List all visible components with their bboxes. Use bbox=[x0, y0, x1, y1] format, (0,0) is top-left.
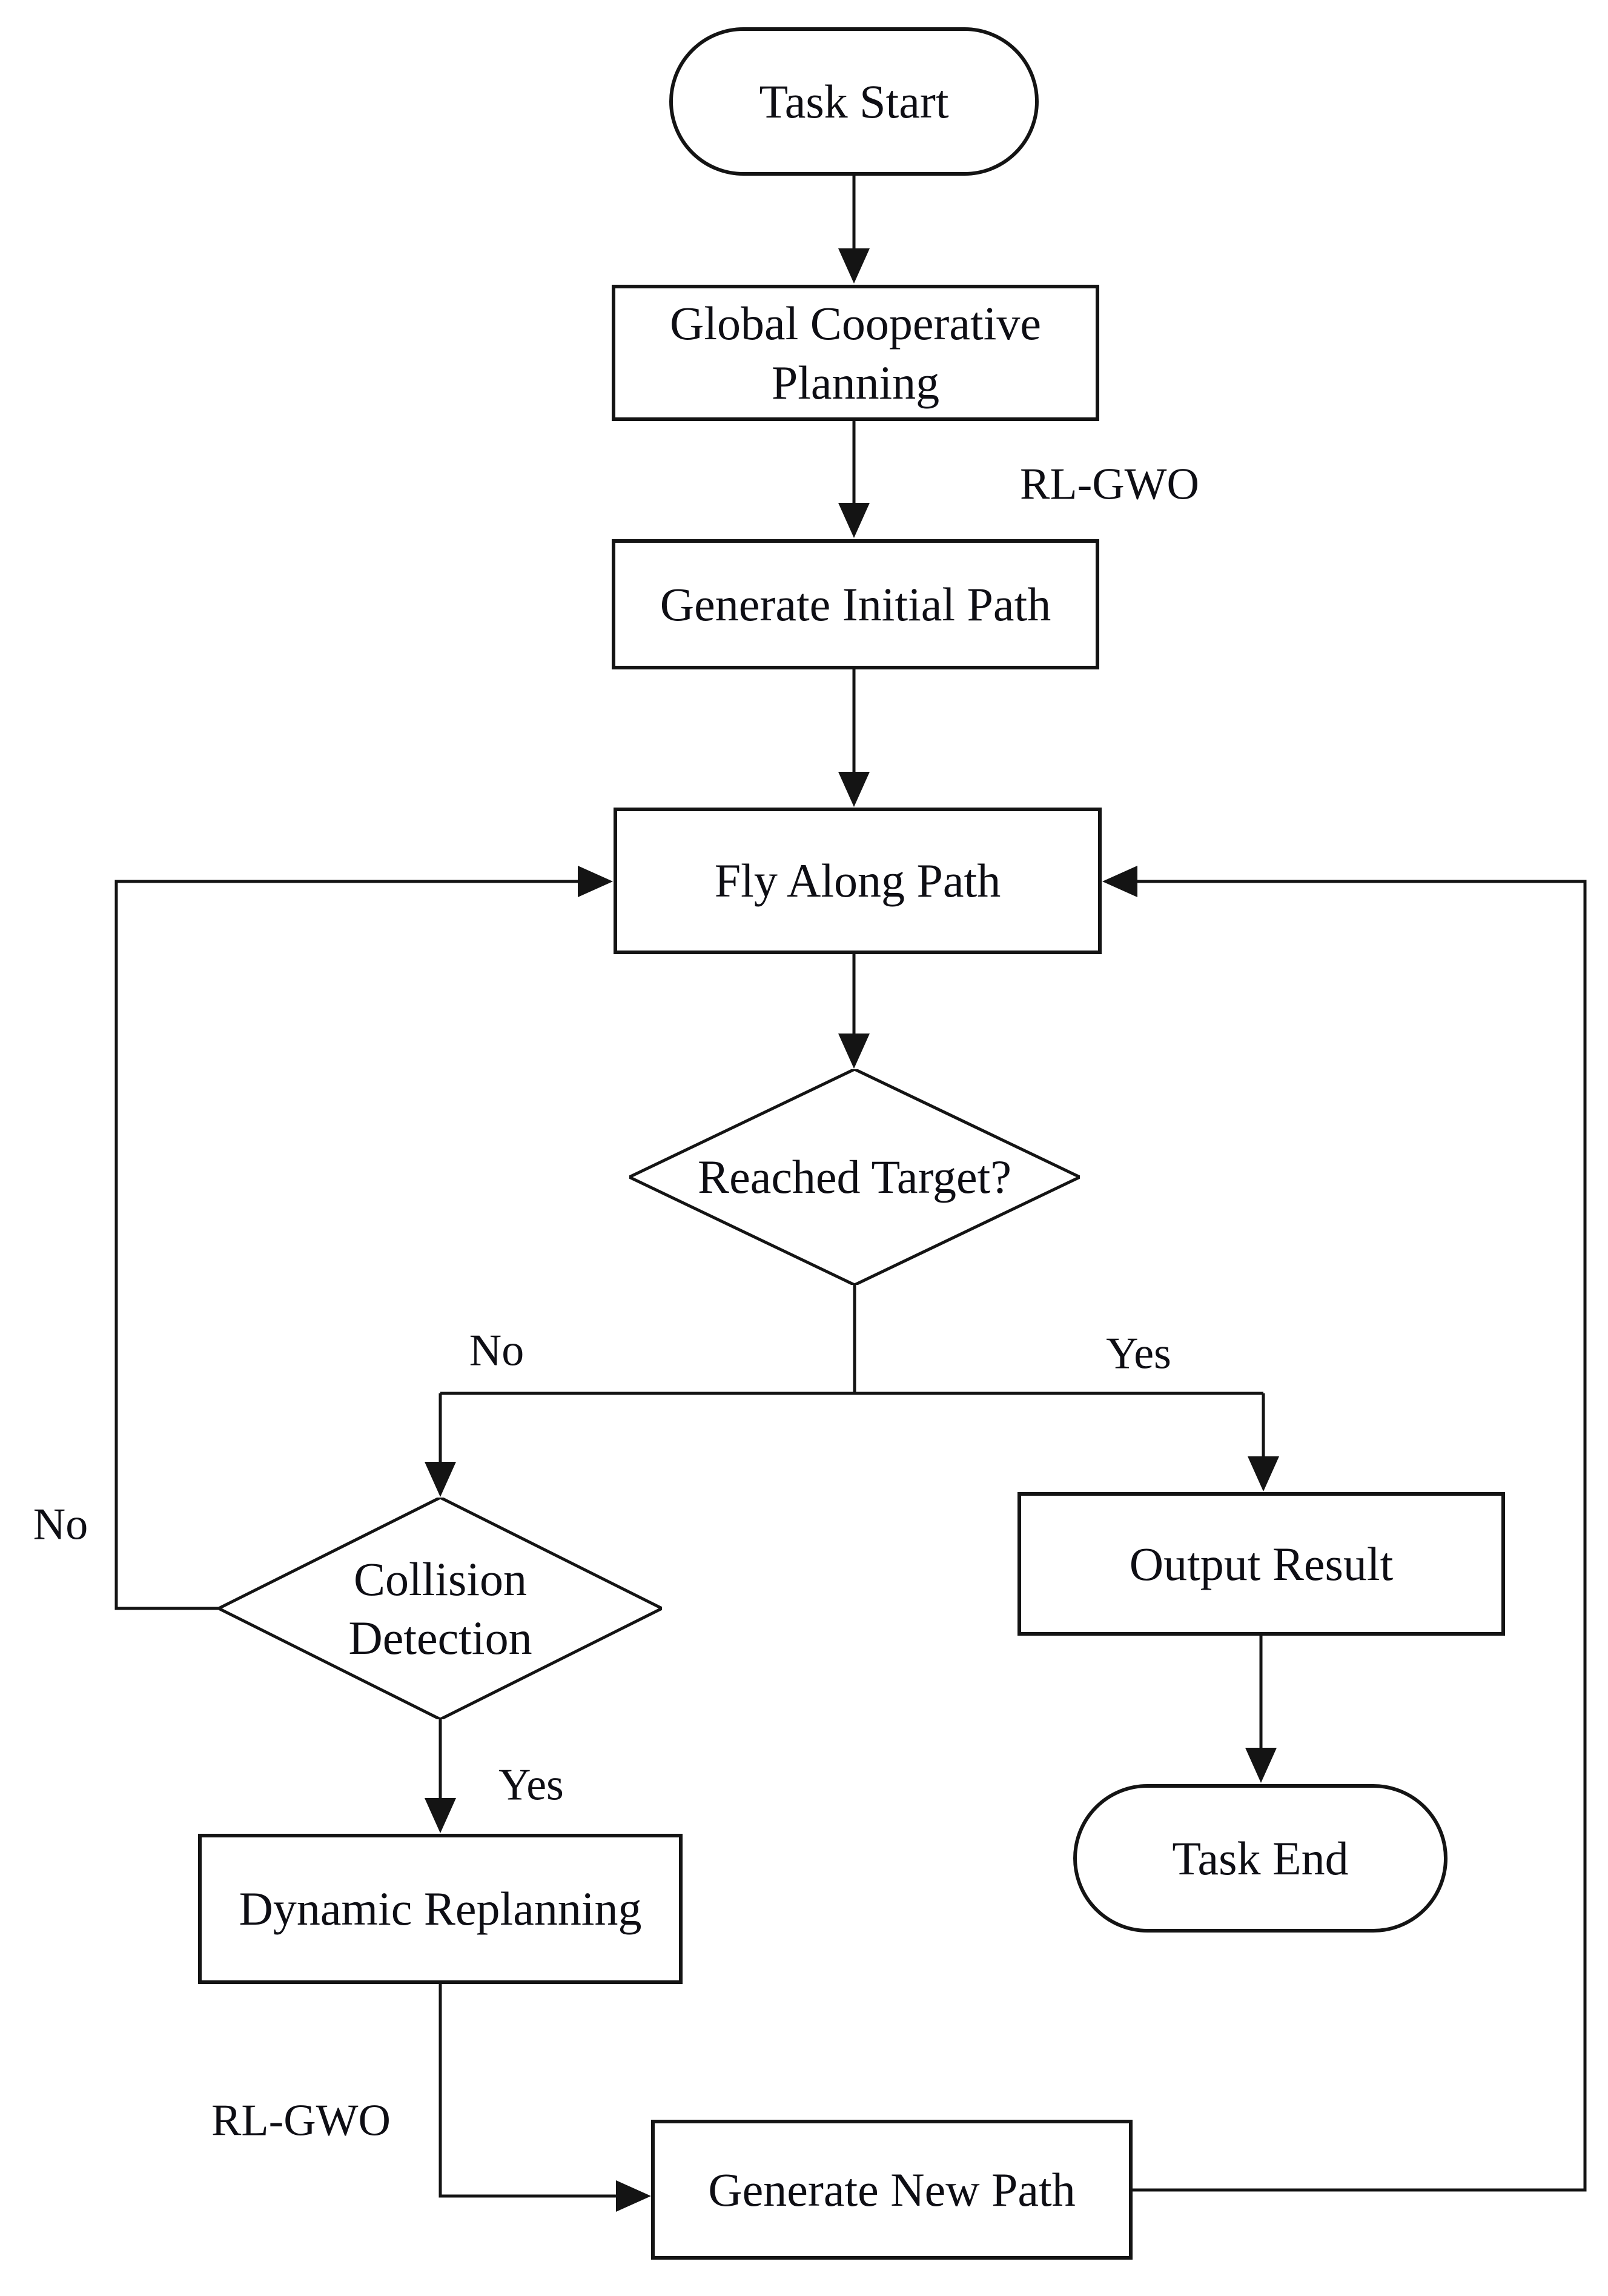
node-task-end: Task End bbox=[1073, 1784, 1448, 1933]
edge-fly-to-reached-target bbox=[838, 954, 870, 1069]
edge-start-to-planning bbox=[838, 176, 870, 284]
node-reached-target-label: Reached Target? bbox=[698, 1150, 1011, 1204]
edge-no-to-collision bbox=[425, 1393, 456, 1497]
node-generate-initial-path: Generate Initial Path bbox=[612, 539, 1099, 669]
node-fly-along-path-label: Fly Along Path bbox=[714, 854, 1001, 907]
node-output-result: Output Result bbox=[1017, 1492, 1505, 1636]
edge-label-yes-collision: Yes bbox=[498, 1760, 564, 1810]
edge-initial-path-to-fly bbox=[838, 669, 870, 807]
edge-branch-split bbox=[440, 1285, 1263, 1395]
edge-planning-to-initial-path bbox=[838, 421, 870, 538]
edge-output-to-end bbox=[1245, 1636, 1277, 1783]
node-task-start: Task Start bbox=[669, 27, 1039, 176]
edge-label-rl-gwo-bottom: RL-GWO bbox=[211, 2095, 391, 2146]
edge-new-path-loop-to-fly bbox=[1102, 866, 1587, 2192]
edge-label-no-branch: No bbox=[469, 1326, 524, 1376]
node-generate-new-path: Generate New Path bbox=[651, 2120, 1133, 2260]
node-fly-along-path: Fly Along Path bbox=[614, 808, 1102, 954]
node-output-result-label: Output Result bbox=[1129, 1537, 1394, 1590]
edge-collision-yes-to-replanning bbox=[425, 1719, 456, 1833]
node-collision-detection-label: Collision Detection bbox=[348, 1552, 532, 1665]
edge-replanning-to-new-path bbox=[438, 1984, 651, 2212]
edge-yes-to-output bbox=[1248, 1393, 1279, 1491]
node-task-end-label: Task End bbox=[1172, 1831, 1349, 1885]
node-dynamic-replanning: Dynamic Replanning bbox=[198, 1834, 683, 1984]
reached-target-diamond-shape bbox=[629, 1069, 1080, 1285]
node-generate-new-path-label: Generate New Path bbox=[708, 2163, 1076, 2216]
node-dynamic-replanning-label: Dynamic Replanning bbox=[239, 1882, 642, 1936]
node-task-start-label: Task Start bbox=[759, 75, 949, 128]
edge-collision-no-loop-to-fly bbox=[114, 866, 613, 1610]
edge-label-yes-branch: Yes bbox=[1106, 1329, 1171, 1379]
edge-label-rl-gwo-top: RL-GWO bbox=[1020, 459, 1199, 509]
edge-label-no-loop: No bbox=[33, 1499, 88, 1550]
collision-detection-diamond-shape bbox=[219, 1498, 662, 1719]
node-generate-initial-path-label: Generate Initial Path bbox=[660, 577, 1051, 631]
node-reached-target: Reached Target? bbox=[629, 1069, 1080, 1285]
node-global-cooperative-planning-label: Global Cooperative Planning bbox=[670, 297, 1041, 409]
node-global-cooperative-planning: Global Cooperative Planning bbox=[612, 285, 1099, 421]
node-collision-detection: Collision Detection bbox=[219, 1498, 662, 1719]
